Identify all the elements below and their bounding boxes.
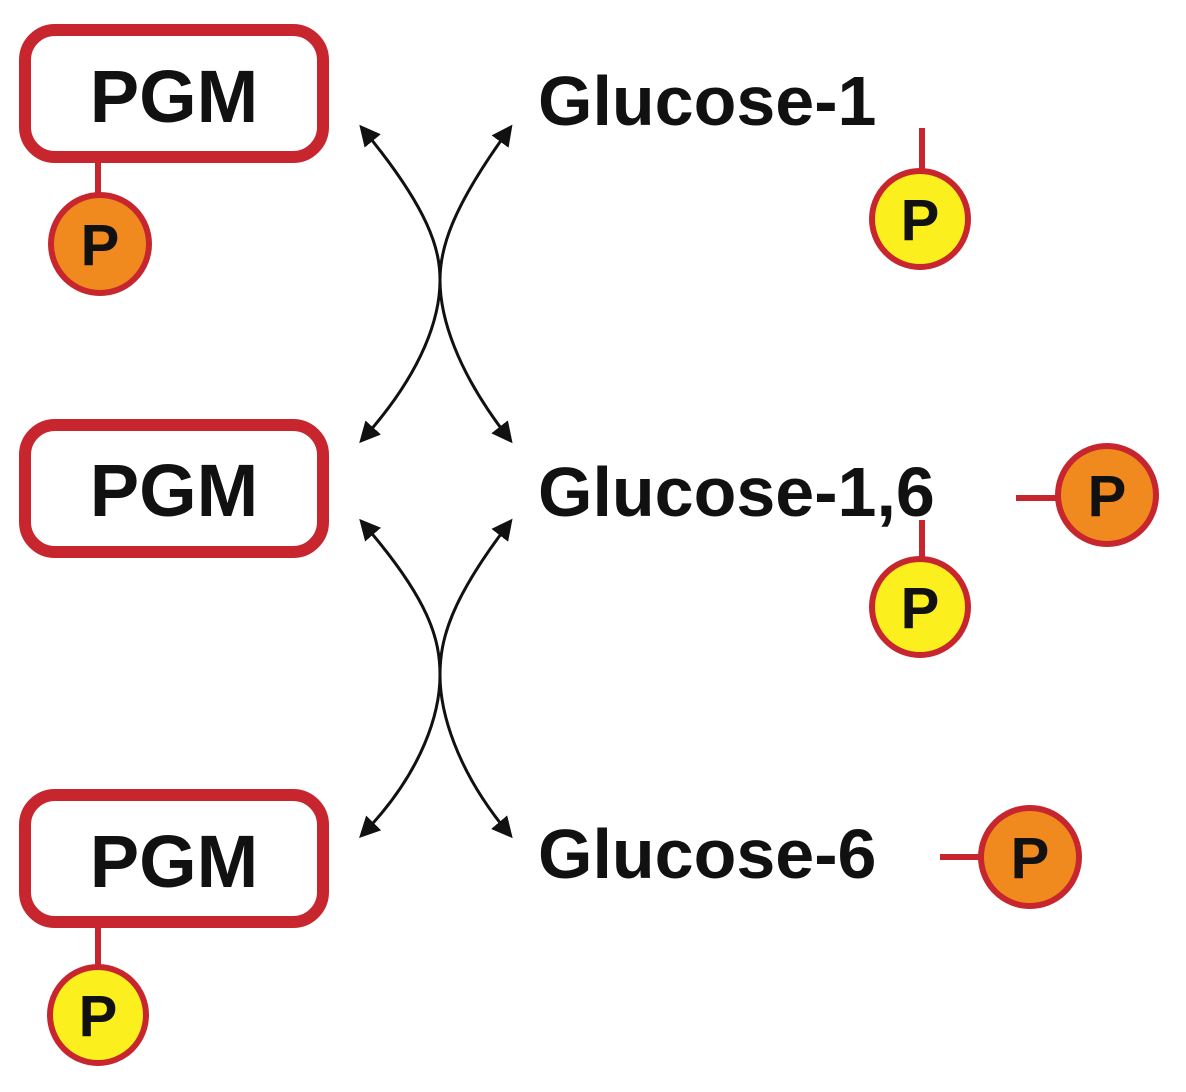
phosphate-orange-icon: P [48,192,152,296]
phosphate-yellow-icon: P [869,556,971,658]
arrow-glucose-1-p-to-glucose-1-6-p [438,124,513,444]
arrow-pgm-p-to-pgm [359,124,442,444]
phosphate-label: P [79,984,118,1049]
enzyme-pgm-middle: PGM [19,419,329,558]
metabolite-label: Glucose-1,6 [538,453,935,531]
phosphate-orange-icon: P [1055,443,1159,547]
metabolite-label: Glucose-6 [538,815,876,893]
phosphate-label: P [901,188,940,253]
enzyme-box [19,789,329,928]
metabolite-glucose-1-6-bisphosphate: Glucose-1,6 P P [538,443,1159,658]
reaction-arrows-lower [359,518,513,839]
enzyme-pgm-phosphorylated-bottom: PGM P [19,789,329,1066]
arrow-glucose-1-6-p-to-glucose-6-p [438,518,513,839]
metabolite-label: Glucose-1 [538,62,876,140]
metabolite-glucose-1-phosphate: Glucose-1 P [538,62,971,270]
phosphate-yellow-icon: P [47,964,149,1066]
phosphate-yellow-icon: P [869,168,971,270]
phosphate-orange-icon: P [978,805,1082,909]
enzyme-pgm-phosphorylated-top: PGM P [19,24,329,296]
enzyme-box [19,24,329,163]
metabolite-glucose-6-phosphate: Glucose-6 P [538,805,1082,909]
enzyme-label: PGM [90,820,259,903]
phosphate-label: P [1088,464,1127,529]
phosphate-label: P [81,213,120,278]
phosphate-label: P [1011,826,1050,891]
reaction-arrows-upper [359,124,513,444]
enzyme-label: PGM [90,449,259,532]
enzyme-box [19,419,329,558]
phosphate-label: P [901,576,940,641]
arrow-pgm-to-pgm-p [359,518,442,839]
enzyme-label: PGM [90,55,259,138]
